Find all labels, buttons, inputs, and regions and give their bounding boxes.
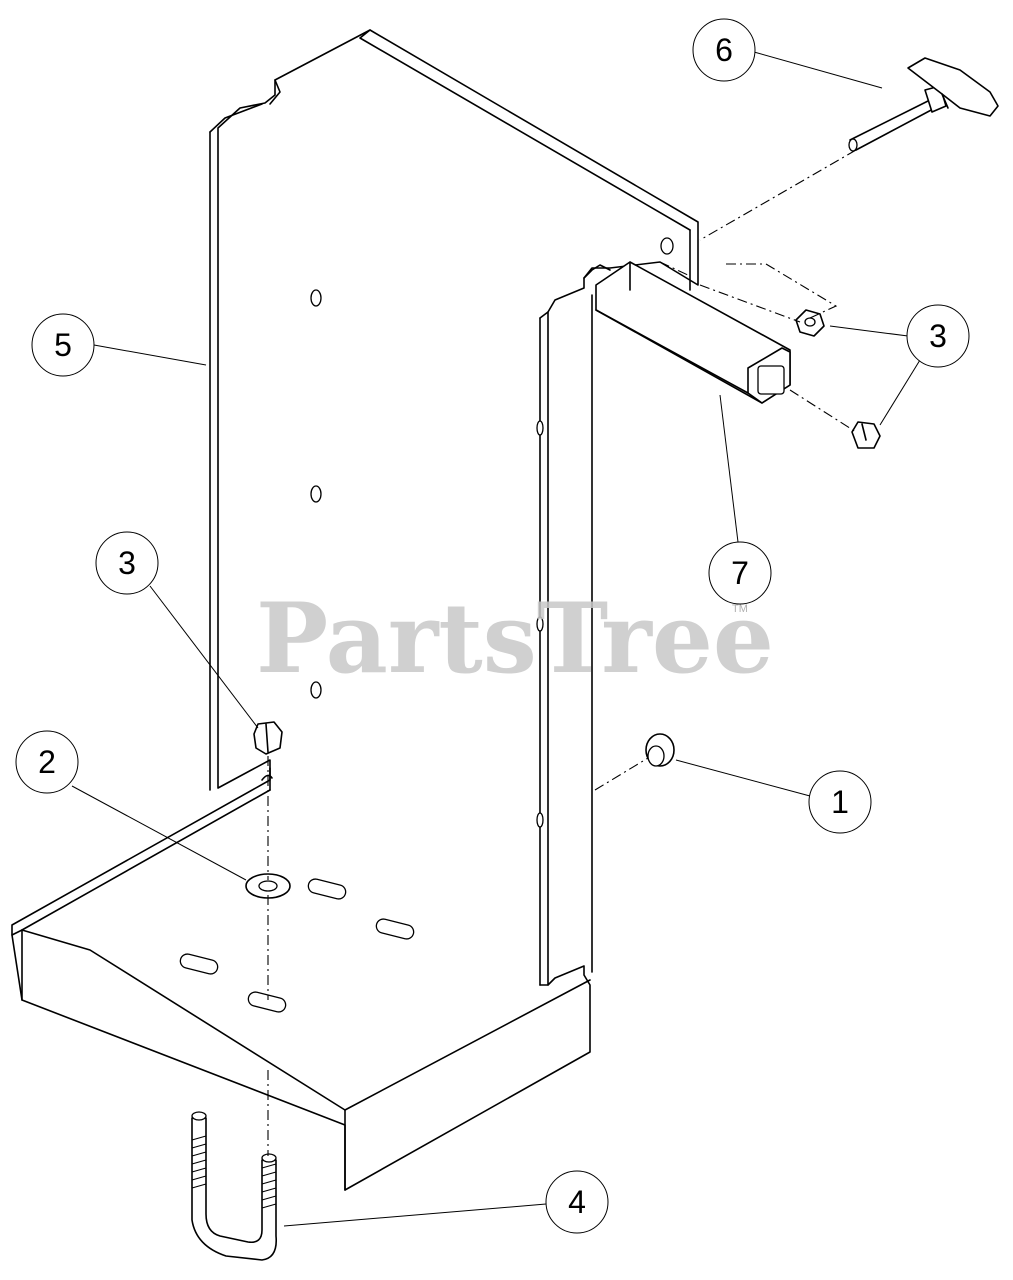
nut-part-3[interactable] xyxy=(795,309,825,337)
u-bolt-part-4[interactable] xyxy=(191,1111,278,1261)
plug-part-1[interactable] xyxy=(645,733,675,767)
slot xyxy=(247,991,287,1013)
callout-3-left-label: 3 xyxy=(118,545,136,581)
leader-lines xyxy=(71,51,921,1227)
callout-5[interactable]: 5 xyxy=(31,313,95,377)
mounting-hole xyxy=(310,681,322,699)
callout-3-left[interactable]: 3 xyxy=(95,531,159,595)
assembly-lines xyxy=(267,149,857,1156)
callout-3-top[interactable]: 3 xyxy=(906,304,970,368)
nut-part-3[interactable] xyxy=(851,421,881,449)
slot xyxy=(179,953,219,975)
callout-7[interactable]: 7 xyxy=(708,541,772,605)
nut-part-3[interactable] xyxy=(253,721,283,755)
callout-1-label: 1 xyxy=(831,784,849,820)
mounting-hole xyxy=(660,237,674,255)
callout-6[interactable]: 6 xyxy=(692,18,756,82)
mounting-hole xyxy=(536,812,544,828)
callout-3-top-label: 3 xyxy=(929,318,947,354)
slot xyxy=(307,878,347,900)
square-tube-part-7[interactable] xyxy=(595,261,791,404)
mounting-hole xyxy=(310,289,322,307)
callout-2[interactable]: 2 xyxy=(15,730,79,794)
callout-6-label: 6 xyxy=(715,32,733,68)
callout-4[interactable]: 4 xyxy=(545,1170,609,1234)
mounting-hole xyxy=(310,485,322,503)
watermark-trademark: TM xyxy=(732,603,748,615)
callout-7-label: 7 xyxy=(731,555,749,591)
callout-1[interactable]: 1 xyxy=(808,770,872,834)
mounting-hole xyxy=(536,420,544,436)
mounting-hole xyxy=(536,616,544,632)
watermark-text: PartsTree xyxy=(256,582,774,695)
watermark: PartsTree TM xyxy=(256,582,774,695)
callout-2-label: 2 xyxy=(38,744,56,780)
bracket-part-5[interactable] xyxy=(11,29,699,1191)
knob-bolt-part-6[interactable] xyxy=(848,57,999,152)
slot xyxy=(375,918,415,940)
callout-4-label: 4 xyxy=(568,1184,586,1220)
callout-5-label: 5 xyxy=(54,327,72,363)
